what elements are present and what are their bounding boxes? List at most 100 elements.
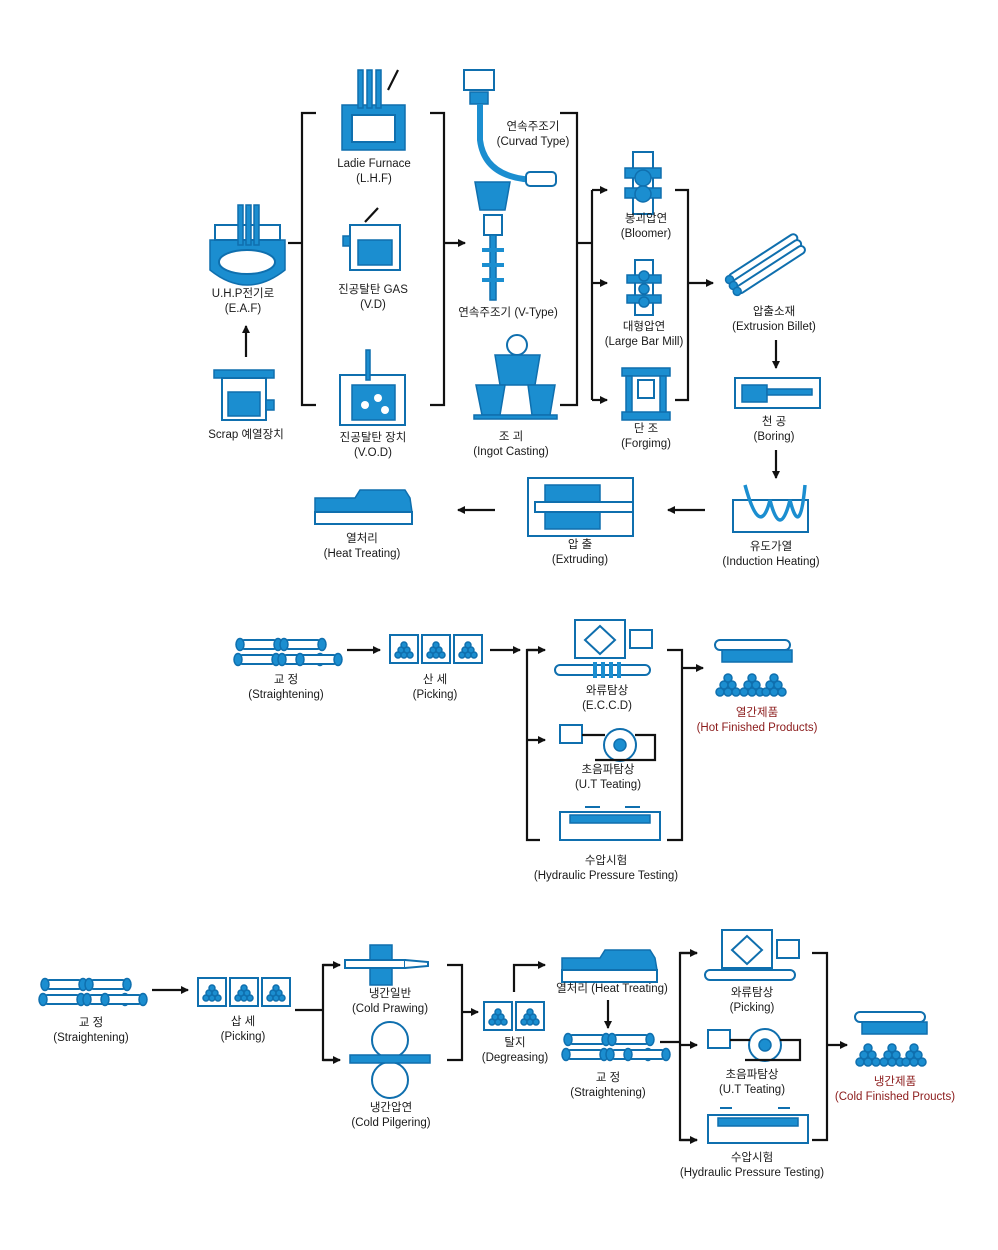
cold-pilgering-label: 냉간압연 (Cold Pilgering) [351, 1101, 430, 1131]
section1-connectors [242, 111, 780, 514]
vd-label-ko: 진공탈탄 GAS [338, 284, 408, 296]
heat-treating-label-2: 열처리 (Heat Treating) [556, 982, 668, 997]
hydraulic-tester-icon-2 [707, 1107, 809, 1144]
straightening-label-3: 교 정 (Straightening) [570, 1071, 645, 1101]
heat-treating-furnace-icon-2 [561, 949, 658, 983]
straightening-rolls-icon-2 [38, 977, 148, 1007]
ut-label-2-en: (U.T Teating) [718, 1084, 786, 1096]
eaf-label: U.H.P전기로 (E.A.F) [212, 287, 274, 317]
cold-products-label-ko: 냉간제품 [873, 1076, 917, 1088]
heat-treating-label-en: (Heat Treating) [323, 548, 401, 560]
eccd-label: 와류탐상 (E.C.C.D) [582, 684, 632, 714]
forging-label-en: (Forgimg) [621, 438, 671, 450]
curved-caster-label-en: (Curvad Type) [496, 136, 570, 148]
degreasing-label-en: (Degreasing) [481, 1052, 549, 1064]
bloomer-icon [624, 151, 662, 215]
eccd-label-2: 와류탐상 (Picking) [730, 986, 775, 1016]
pickling-tank-icon-2 [197, 977, 291, 1007]
lhf-label-abbr: (L.H.F) [356, 173, 392, 185]
bloomer-label-ko: 봉괴압연 [624, 213, 668, 225]
picking-label-en: (Picking) [412, 689, 458, 701]
cold-products-label-en: (Cold Finished Proucts) [834, 1091, 956, 1103]
section2-connectors [347, 646, 704, 842]
picking-label: 산 세 (Picking) [413, 673, 458, 703]
bloomer-label: 봉괴압연 (Bloomer) [621, 212, 671, 242]
pickling-tank-icon [389, 634, 483, 664]
v-type-caster-icon [474, 181, 511, 301]
straightening-label-en: (Straightening) [248, 689, 324, 701]
extruding-label-en: (Extruding) [551, 554, 609, 566]
eaf-furnace-icon [209, 204, 286, 286]
large-bar-mill-label-en: (Large Bar Mill) [604, 336, 684, 348]
eccd-label-2-ko: 와류탐상 [730, 987, 774, 999]
large-bar-mill-label-ko: 대형압연 [622, 321, 666, 333]
heat-treating-label-ko: 열처리 [346, 533, 378, 545]
ingot-casting-label-ko: 조 괴 [498, 431, 524, 443]
vod-label-abbr: (V.O.D) [354, 447, 392, 459]
heat-treating-label: 열처리 (Heat Treating) [324, 532, 401, 562]
ut-label: 초음파탐상 (U.T Teating) [575, 763, 641, 793]
ingot-casting-label-en: (Ingot Casting) [473, 446, 549, 458]
extrusion-billet-icon [724, 233, 806, 297]
straightening-rolls-icon [233, 637, 343, 667]
straightening-label-2-en: (Straightening) [53, 1032, 129, 1044]
hydraulic-label-2-ko: 수압시험 [730, 1152, 774, 1164]
boring-machine-icon [734, 377, 821, 409]
cold-drawing-label-ko: 냉간일반 [368, 988, 412, 1000]
straightening-rolls-icon-3 [561, 1032, 671, 1062]
forging-press-icon [621, 367, 671, 421]
eddy-current-tester-icon-2 [704, 929, 800, 981]
bloomer-label-en: (Bloomer) [620, 228, 672, 240]
ut-label-ko: 초음파탐상 [581, 764, 635, 776]
ut-label-2: 초음파탐상 (U.T Teating) [719, 1068, 785, 1098]
eccd-label-2-en: (Picking) [729, 1002, 775, 1014]
curved-caster-label: 연속주조기 (Curvad Type) [497, 120, 570, 150]
forging-label: 단 조 (Forgimg) [621, 422, 671, 452]
hot-finished-products-icon [714, 639, 793, 697]
lhf-label-en: Ladie Furnace [337, 158, 411, 170]
hydraulic-label-2-en: (Hydraulic Pressure Testing) [679, 1167, 825, 1179]
degreasing-tank-icon [483, 1001, 545, 1031]
v-type-caster-label-ko: 연속주조기 (V-Type) [458, 307, 558, 319]
hot-products-label-en: (Hot Finished Products) [696, 722, 818, 734]
curved-caster-label-ko: 연속주조기 [506, 121, 560, 133]
ingot-casting-label: 조 괴 (Ingot Casting) [473, 430, 548, 460]
straightening-label-3-ko: 교 정 [595, 1072, 621, 1084]
extruding-label: 압 출 (Extruding) [552, 538, 608, 568]
eddy-current-tester-icon [554, 619, 653, 678]
section3-connectors [152, 949, 848, 1144]
ladle-furnace-icon [341, 69, 406, 151]
lhf-label: Ladie Furnace (L.H.F) [337, 157, 411, 187]
boring-label: 천 공 (Boring) [754, 415, 795, 445]
cold-products-label: 냉간제품 (Cold Finished Proucts) [835, 1075, 955, 1105]
boring-label-en: (Boring) [753, 431, 795, 443]
cold-pilgering-label-ko: 냉간압연 [369, 1102, 413, 1114]
scrap-preheater-icon [213, 369, 275, 421]
straightening-label-2-ko: 교 정 [78, 1017, 104, 1029]
picking-label-ko: 산 세 [422, 674, 448, 686]
eccd-label-ko: 와류탐상 [585, 685, 629, 697]
scrap-label: Scrap 예열장치 [208, 428, 284, 443]
vod-label-ko: 진공탈탄 장치 [339, 432, 407, 444]
cold-drawing-label: 냉간일반 (Cold Prawing) [352, 987, 428, 1017]
ut-label-2-ko: 초음파탐상 [725, 1069, 779, 1081]
ultrasonic-tester-icon-2 [707, 1028, 802, 1062]
picking-label-2: 삽 세 (Picking) [221, 1015, 266, 1045]
eccd-label-en: (E.C.C.D) [582, 700, 632, 712]
induction-heating-icon [732, 484, 809, 533]
extruding-label-ko: 압 출 [567, 539, 593, 551]
extrusion-billet-label-ko: 압출소재 [752, 306, 796, 318]
extrusion-billet-label-en: (Extrusion Billet) [732, 321, 816, 333]
vacuum-degas-icon [342, 207, 401, 271]
vd-label: 진공탈탄 GAS (V.D) [338, 283, 408, 313]
hydraulic-label: 수압시험 (Hydraulic Pressure Testing) [534, 854, 678, 884]
vd-label-abbr: (V.D) [360, 299, 386, 311]
degreasing-label-ko: 탈지 [504, 1037, 526, 1049]
cold-drawing-label-en: (Cold Prawing) [351, 1003, 429, 1015]
hydraulic-label-ko: 수압시험 [584, 855, 628, 867]
eaf-label-ko: U.H.P전기로 [211, 288, 275, 300]
hot-products-label-ko: 열간제품 [735, 707, 779, 719]
scrap-label-ko: Scrap 예열장치 [208, 429, 284, 441]
large-bar-mill-label: 대형압연 (Large Bar Mill) [605, 320, 684, 350]
